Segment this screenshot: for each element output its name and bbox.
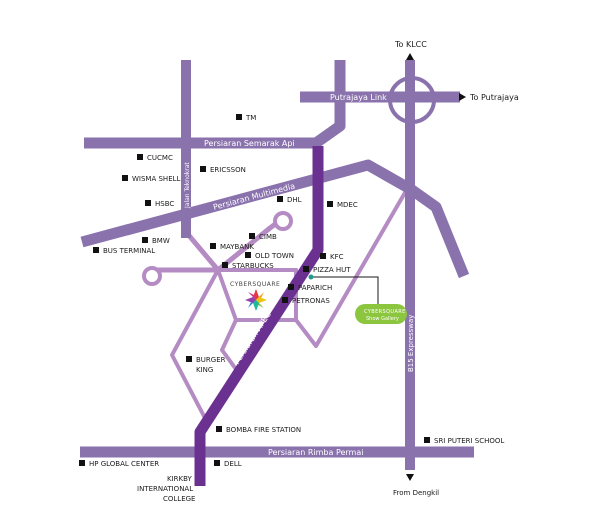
poi-marker [137, 154, 143, 160]
label-semarak-api: Persiaran Semarak Api [204, 139, 295, 148]
label-teknokrat: Jalan Teknokrat [184, 162, 191, 209]
poi-marker [186, 356, 192, 362]
main-roads [80, 60, 474, 470]
poi-label: PETRONAS [292, 297, 330, 305]
poi-label: OLD TOWN [255, 252, 294, 260]
poi-markers [79, 114, 430, 466]
local-road-center [170, 268, 298, 422]
cybersquare-star-icon [245, 289, 267, 311]
label-from-dengkil: From Dengkil [393, 489, 439, 497]
arrow-down-icon [406, 474, 414, 481]
label-putrajaya-link: Putrajaya Link [330, 93, 387, 102]
poi-label: ERICSSON [210, 166, 246, 174]
poi-label: DELL [224, 460, 242, 468]
poi-label: STARBUCKS [232, 262, 274, 270]
poi-label: BUS TERMINAL [103, 247, 155, 255]
poi-marker [93, 247, 99, 253]
poi-marker [327, 201, 333, 207]
label-rimba-permai: Persiaran Rimba Permai [268, 448, 363, 457]
label-to-putrajaya: To Putrajaya [469, 93, 519, 102]
label-multimedia: Persiaran Multimedia [212, 181, 296, 212]
poi-label: MAYBANK [220, 243, 254, 251]
gallery-subtitle: Show Gallery [366, 316, 399, 322]
label-b15: B15 Expressway [407, 315, 415, 372]
local-roundabout-west [142, 266, 162, 286]
poi-label: BOMBA FIRE STATION [226, 426, 301, 434]
road-persiaran-apec [194, 146, 324, 486]
gallery-title: CYBERSQUARE [364, 309, 406, 315]
cybersquare-logo-text: CYBERSQUARE [230, 281, 280, 288]
poi-label: CUCMC [147, 154, 173, 162]
cybersquare-logo: CYBERSQUARE [230, 281, 280, 311]
local-roundabout-north [273, 211, 293, 231]
poi-label: INTERNATIONAL [137, 485, 193, 493]
poi-label: KING [196, 366, 213, 374]
poi-label: DHL [287, 196, 302, 204]
poi-label: BMW [152, 237, 170, 245]
poi-marker [216, 426, 222, 432]
poi-marker [424, 437, 430, 443]
roundabout-b15 [388, 76, 436, 124]
poi-label: PIZZA HUT [313, 266, 351, 274]
poi-label: WISMA SHELL [132, 175, 181, 183]
gallery-connector [311, 276, 379, 304]
poi-marker [79, 460, 85, 466]
poi-marker [142, 237, 148, 243]
show-gallery-badge: CYBERSQUARE Show Gallery [355, 304, 407, 324]
poi-marker [303, 266, 309, 272]
local-roads [142, 182, 412, 422]
direction-arrows [406, 53, 466, 481]
poi-label: CIMB [259, 233, 277, 241]
poi-marker [249, 233, 255, 239]
road-semarak-api [84, 60, 346, 149]
poi-marker [288, 284, 294, 290]
poi-marker [245, 252, 251, 258]
poi-label: COLLEGE [163, 495, 195, 503]
poi-label: BURGER [196, 356, 226, 364]
poi-label: KFC [330, 253, 344, 261]
poi-label: TM [245, 114, 256, 122]
poi-marker [236, 114, 242, 120]
label-to-klcc: To KLCC [394, 40, 427, 49]
poi-marker [222, 262, 228, 268]
poi-marker [122, 175, 128, 181]
poi-marker [277, 196, 283, 202]
poi-label: MDEC [337, 201, 358, 209]
poi-marker [210, 243, 216, 249]
poi-marker [200, 166, 206, 172]
poi-marker [320, 253, 326, 259]
poi-label: PAPARICH [298, 284, 332, 292]
poi-label: KIRKBY [167, 475, 193, 483]
gallery-pin-icon [308, 274, 314, 280]
poi-label: SRI PUTERI SCHOOL [434, 437, 504, 445]
poi-marker [282, 297, 288, 303]
poi-marker [214, 460, 220, 466]
arrow-up-icon [406, 53, 414, 60]
poi-label: HP GLOBAL CENTER [89, 460, 159, 468]
arrow-right-icon [459, 93, 466, 101]
poi-label: HSBC [155, 200, 174, 208]
poi-marker [145, 200, 151, 206]
